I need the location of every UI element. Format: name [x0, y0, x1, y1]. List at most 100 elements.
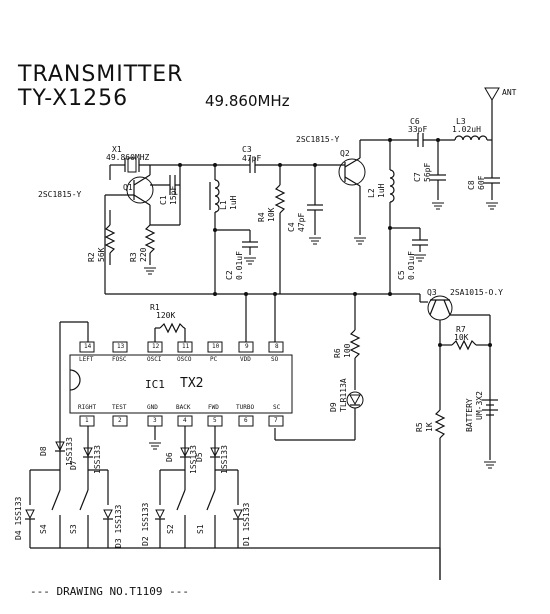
crystal-x1	[109, 157, 180, 180]
d8-label: D8	[39, 446, 48, 456]
ic-pin-2-num: 2	[118, 417, 122, 424]
d7-label: D7	[69, 460, 78, 470]
ic-pin-11-num: 11	[182, 343, 190, 350]
c2-label: C2	[225, 270, 234, 280]
s1-label: S1	[196, 524, 205, 534]
c8-label: C8	[467, 180, 476, 190]
ic1-pins-bottom	[79, 415, 284, 427]
ic-pin-3-num: 3	[153, 417, 157, 424]
led-d9	[275, 391, 364, 441]
d2-label: D2 1SS133	[141, 502, 150, 546]
ic-pin-6-num: 6	[244, 417, 248, 424]
ic-pin-10-num: 10	[212, 343, 220, 350]
transistor-q1	[105, 165, 154, 225]
ic-pin-7-num: 7	[274, 417, 278, 424]
diode-d7	[83, 447, 93, 458]
c3-label: C3	[242, 145, 252, 154]
ic-pin-12-num: 12	[152, 343, 160, 350]
x1-label: X1	[112, 145, 122, 154]
c4-value: 47pF	[297, 212, 306, 232]
r3-label: R3	[129, 252, 138, 262]
transistor-q2	[338, 139, 390, 245]
r4-value: 10K	[267, 207, 276, 222]
ic-pin-10-name: PC	[210, 356, 218, 363]
ic-pin-2-name: TEST	[112, 404, 127, 411]
resistor-r5	[434, 345, 446, 580]
resistor-r1	[154, 322, 186, 342]
q3-part-label: 2SA1015-O.Y	[450, 288, 503, 297]
capacitor-c5	[390, 227, 428, 262]
c2-value: 0.01uF	[235, 251, 244, 280]
l1-label: L1	[219, 200, 228, 210]
l3-value: 1.02uH	[452, 125, 481, 134]
r3-value: 220	[139, 247, 148, 262]
battery-symbol	[482, 399, 498, 469]
battery-value: UM-3X2	[475, 391, 484, 420]
switch-network	[25, 469, 441, 580]
ic-pin-5-name: FWD	[208, 404, 219, 411]
junction-dots	[178, 138, 492, 347]
s3-label: S3	[69, 524, 78, 534]
antenna-label: ANT	[502, 88, 517, 97]
resistor-r2	[104, 210, 116, 265]
r6-label: R6	[333, 348, 342, 358]
s2-label: S2	[166, 524, 175, 534]
c5-label: C5	[397, 270, 406, 280]
capacitor-c7	[430, 140, 446, 210]
diode-d6	[180, 447, 190, 458]
battery-label: BATTERY	[465, 398, 474, 432]
d9-label: D9	[329, 402, 338, 412]
ic-pin-3-name: GND	[147, 404, 158, 411]
r5-value: 1K	[425, 422, 434, 432]
capacitor-c2	[215, 229, 258, 265]
transistor-q3	[419, 294, 491, 460]
frequency-label: 49.860MHz	[205, 92, 290, 110]
ic-pin-14-num: 14	[84, 343, 92, 350]
l2-label: L2	[367, 188, 376, 198]
c1-label: C1	[159, 195, 168, 205]
r7-value: 10K	[454, 333, 469, 342]
c6-value: 33pF	[408, 125, 428, 134]
ic-pin-9-num: 9	[245, 343, 249, 350]
c7-label: C7	[413, 172, 422, 182]
ic-pin-5-num: 5	[213, 417, 217, 424]
ic1-part: TX2	[180, 376, 204, 391]
c5-value: 0.01uF	[407, 251, 416, 280]
ic-pin-8-num: 8	[275, 343, 279, 350]
c3-value: 47pF	[242, 154, 262, 163]
d5-label: D5	[195, 452, 204, 462]
ic-pin-14-name: LEFT	[79, 356, 94, 363]
r2-value: 56K	[97, 247, 106, 262]
capacitor-c3	[240, 157, 345, 173]
q1-part-label: 2SC1815-Y	[38, 190, 82, 199]
diode-d5	[210, 447, 220, 458]
r2-label: R2	[87, 252, 96, 262]
q2-label: Q2	[340, 149, 350, 158]
c1-value: 15pF	[169, 185, 178, 205]
d9-value: TLR113A	[339, 378, 348, 412]
capacitor-c4	[307, 165, 323, 245]
r6-value: 100	[343, 343, 352, 358]
ic-pin-1-num: 1	[85, 417, 89, 424]
d7-value: 1SS133	[93, 445, 102, 474]
d3-label: D3 1SS133	[114, 504, 123, 548]
q1-label: Q1	[123, 183, 133, 192]
drawing-number: --- DRAWING NO.T1109 ---	[30, 585, 189, 598]
l1-value: 1uH	[229, 195, 238, 210]
r7-label: R7	[456, 325, 466, 334]
ic-pin-6-name: TURBO	[236, 404, 255, 411]
model-number: TY-X1256	[18, 86, 129, 111]
ic1-label: IC1	[145, 378, 165, 391]
r5-label: R5	[415, 422, 424, 432]
c4-label: C4	[287, 222, 296, 232]
d1-label: D1 1SS133	[242, 502, 251, 546]
ic-pin-8-name: SO	[271, 356, 279, 363]
ic-pin-4-name: BACK	[176, 404, 191, 411]
d4-label: D4 1SS133	[14, 496, 23, 540]
ic-pin-12-name: OSCI	[147, 356, 162, 363]
resistor-r6	[349, 294, 361, 390]
capacitor-c8	[484, 170, 500, 210]
resistor-r7	[440, 339, 490, 351]
r1-value: 120K	[156, 311, 176, 320]
s4-label: S4	[39, 524, 48, 534]
